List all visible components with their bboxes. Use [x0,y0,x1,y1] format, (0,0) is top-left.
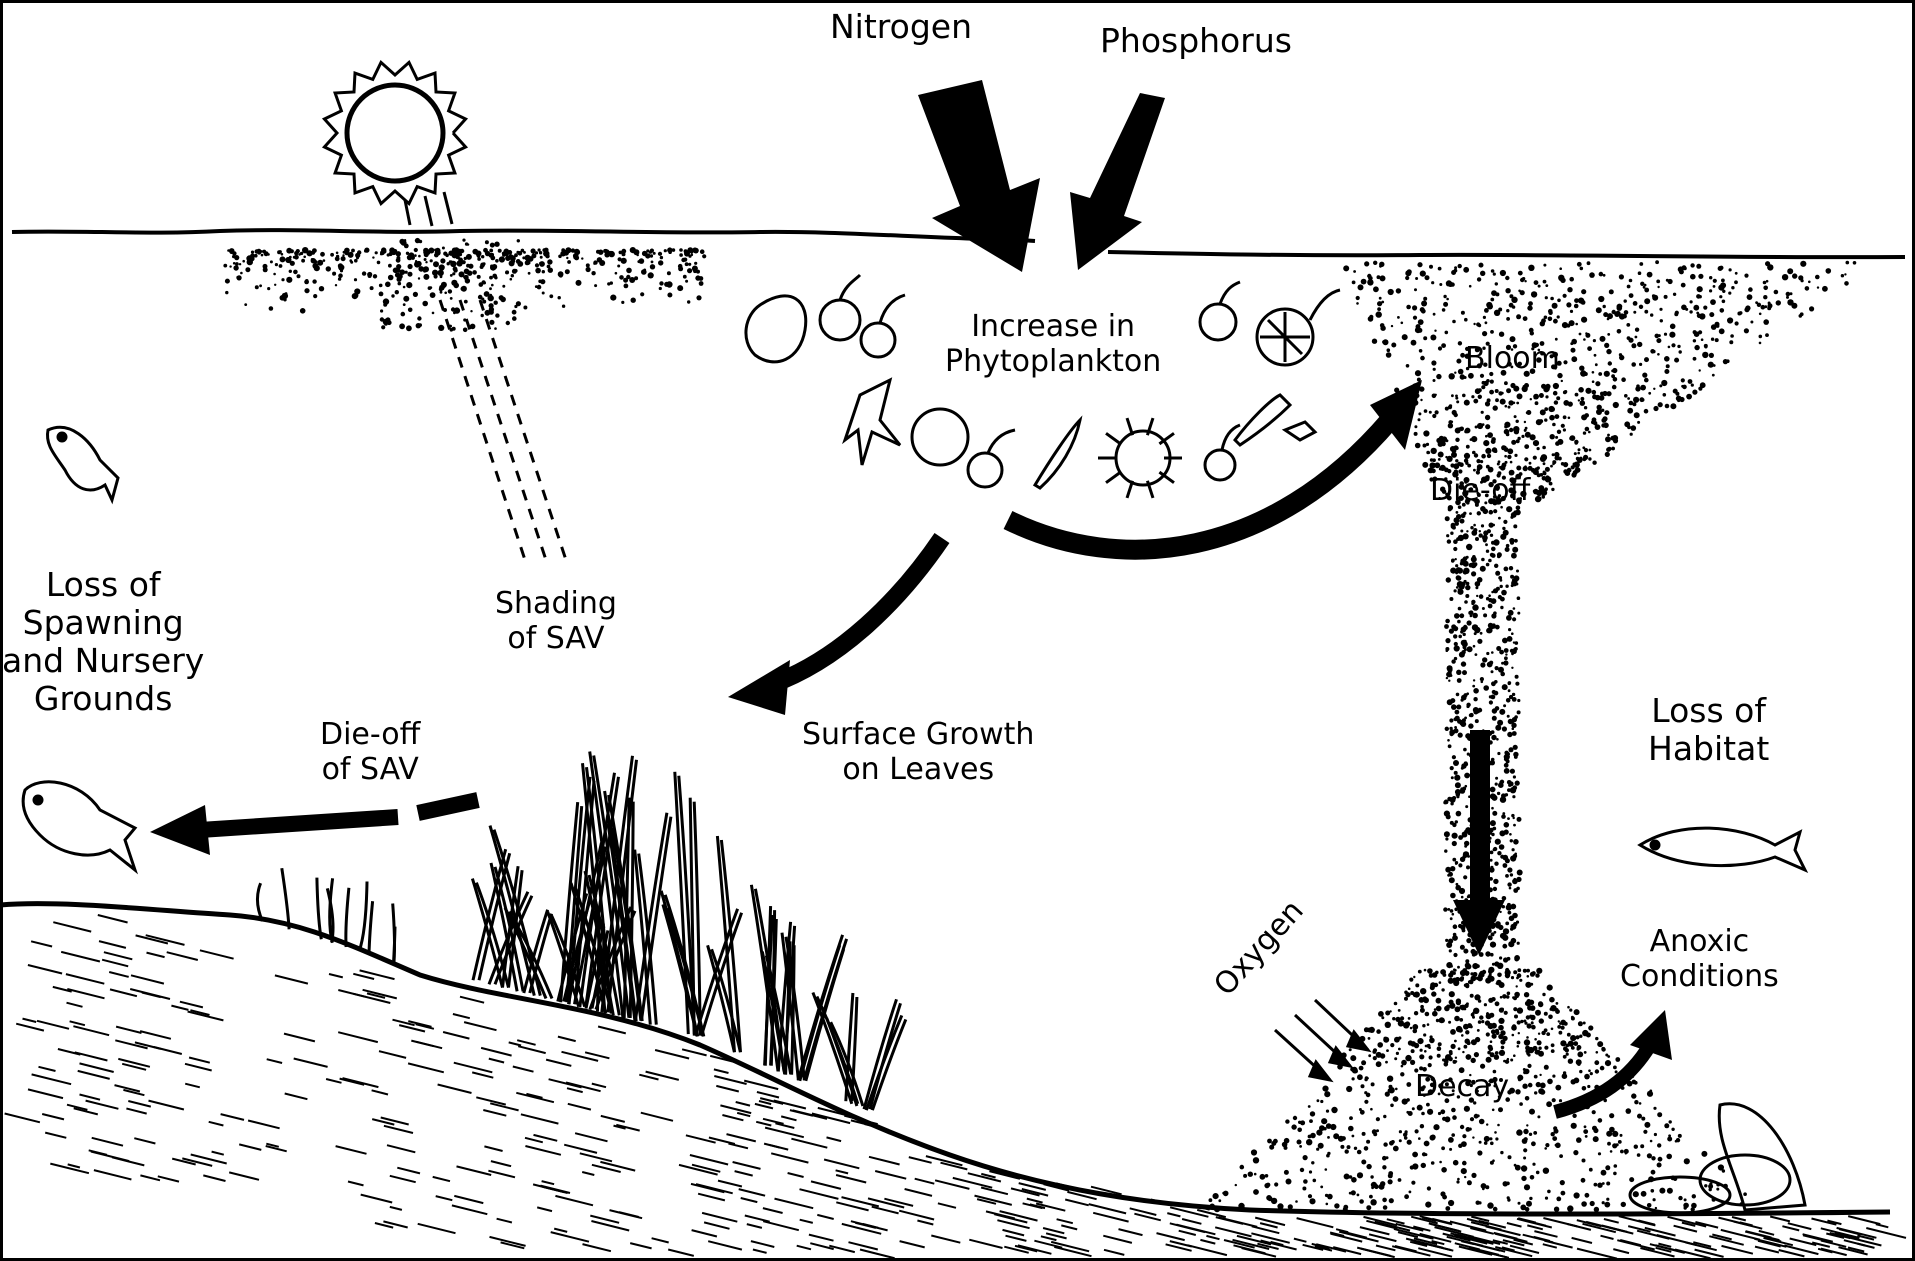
shading-dashes [440,300,566,560]
label-loss-habitat-line2: Habitat [1648,730,1769,768]
label-anoxic-conditions: Anoxic Conditions [1620,925,1779,994]
label-loss-habitat: Loss of Habitat [1648,692,1769,768]
label-loss-spawning-line4: Grounds [2,680,204,718]
water-surface-right [1108,252,1905,257]
label-decay: Decay [1415,1070,1509,1105]
water-surface-left [12,230,1035,241]
arrow-dieoff-sav [200,800,478,830]
phytoplankton-organisms [746,275,1340,488]
label-nitrogen: Nitrogen [830,8,972,46]
label-loss-spawning: Loss of Spawning and Nursery Grounds [2,566,204,718]
label-die-off: Die-off [1430,474,1530,509]
label-dieoff-sav-line2: of SAV [320,753,420,788]
fish-icon [1640,828,1805,870]
shellfish-icon [1630,1104,1805,1213]
nitrogen-arrow [918,80,1040,272]
label-loss-spawning-line3: and Nursery [2,642,204,680]
label-shading-line1: Shading [495,587,617,622]
sun-icon [324,62,465,203]
label-increase-line1: Increase in [945,310,1161,345]
label-shading-sav: Shading of SAV [495,587,617,656]
label-increase-phytoplankton: Increase in Phytoplankton [945,310,1161,379]
fish-icon [23,782,135,870]
label-anoxic-line1: Anoxic [1620,925,1779,960]
label-shading-line2: of SAV [495,622,617,657]
label-surface-growth-line2: on Leaves [802,753,1034,788]
label-loss-spawning-line2: Spawning [2,604,204,642]
label-increase-line2: Phytoplankton [945,345,1161,380]
label-loss-habitat-line1: Loss of [1648,692,1769,730]
label-bloom: Bloom [1465,342,1560,377]
label-loss-spawning-line1: Loss of [2,566,204,604]
phosphorus-arrow [1070,93,1165,270]
label-surface-growth-line1: Surface Growth [802,718,1034,753]
label-dieoff-sav: Die-off of SAV [320,718,420,787]
label-dieoff-sav-line1: Die-off [320,718,420,753]
label-anoxic-line2: Conditions [1620,960,1779,995]
label-surface-growth: Surface Growth on Leaves [802,718,1034,787]
label-phosphorus: Phosphorus [1100,22,1292,60]
fish-icon [47,427,118,500]
arrow-to-surface-growth [770,538,942,685]
